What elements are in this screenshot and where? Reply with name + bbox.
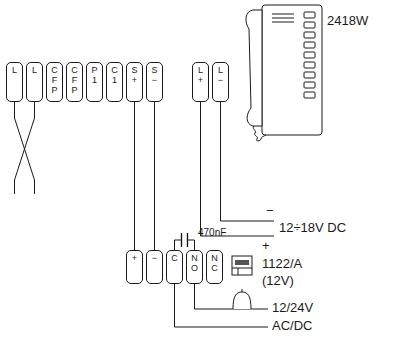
terminal-box: C1 — [106, 62, 123, 102]
wiring-label: 12÷18V DC — [279, 221, 346, 236]
wiring-label: 12/24V — [272, 301, 313, 316]
intercom-buttons — [304, 12, 315, 98]
wiring-label: + — [262, 239, 270, 254]
terminal-box: C — [166, 250, 183, 284]
terminal-box: L — [26, 62, 43, 102]
intercom-cord — [253, 126, 266, 141]
wiring-label: − — [266, 204, 274, 219]
terminal-box: L− — [212, 62, 229, 102]
terminal-label: CFP — [71, 66, 78, 96]
bell-symbol — [233, 292, 251, 309]
terminal-box: CFP — [66, 62, 83, 102]
terminal-label: S− — [151, 66, 158, 86]
terminal-box: CFP — [46, 62, 63, 102]
terminal-box: P1 — [86, 62, 103, 102]
terminal-label: NO — [191, 254, 198, 274]
terminal-label: CFP — [51, 66, 58, 96]
wiring-label: 2418W — [327, 14, 368, 29]
terminal-label: L — [31, 66, 38, 76]
bell-wire — [195, 284, 269, 309]
intercom-body — [262, 5, 322, 135]
supply-wire — [175, 284, 269, 327]
wiring-label: 1122/A — [262, 257, 302, 272]
terminal-box: NC — [206, 250, 223, 284]
signal-wire — [134, 102, 135, 250]
terminal-label: S+ — [131, 66, 138, 86]
terminal-box: NO — [186, 250, 203, 284]
terminal-label: + — [131, 254, 138, 264]
terminal-label: C — [171, 254, 178, 264]
terminal-label: L — [11, 66, 18, 76]
terminal-box: S+ — [126, 62, 143, 102]
terminal-label: L− — [217, 66, 224, 86]
terminal-box: + — [126, 250, 143, 284]
terminal-label: − — [151, 254, 158, 264]
bus-wire — [15, 102, 35, 194]
terminal-label: L+ — [197, 66, 204, 86]
wiring-label: (12V) — [262, 274, 294, 289]
relay-icon — [232, 268, 252, 269]
wiring-label: 470nF — [198, 227, 226, 239]
bell-symbol — [242, 289, 243, 292]
terminal-box: − — [146, 250, 163, 284]
signal-wire — [154, 102, 155, 250]
relay-icon — [238, 268, 239, 275]
relay-icon — [232, 256, 252, 275]
wiring-label: AC/DC — [272, 319, 312, 334]
bus-wire — [15, 102, 35, 194]
signal-wire — [175, 240, 195, 250]
terminal-label: NC — [211, 254, 218, 274]
terminal-box: L+ — [192, 62, 209, 102]
terminal-box: L — [6, 62, 23, 102]
intercom-handset — [246, 10, 262, 126]
relay-icon — [235, 260, 249, 265]
terminal-label: P1 — [91, 66, 98, 86]
terminal-label: C1 — [111, 66, 118, 86]
intercom-grille — [272, 14, 294, 22]
terminal-box: S− — [146, 62, 163, 102]
